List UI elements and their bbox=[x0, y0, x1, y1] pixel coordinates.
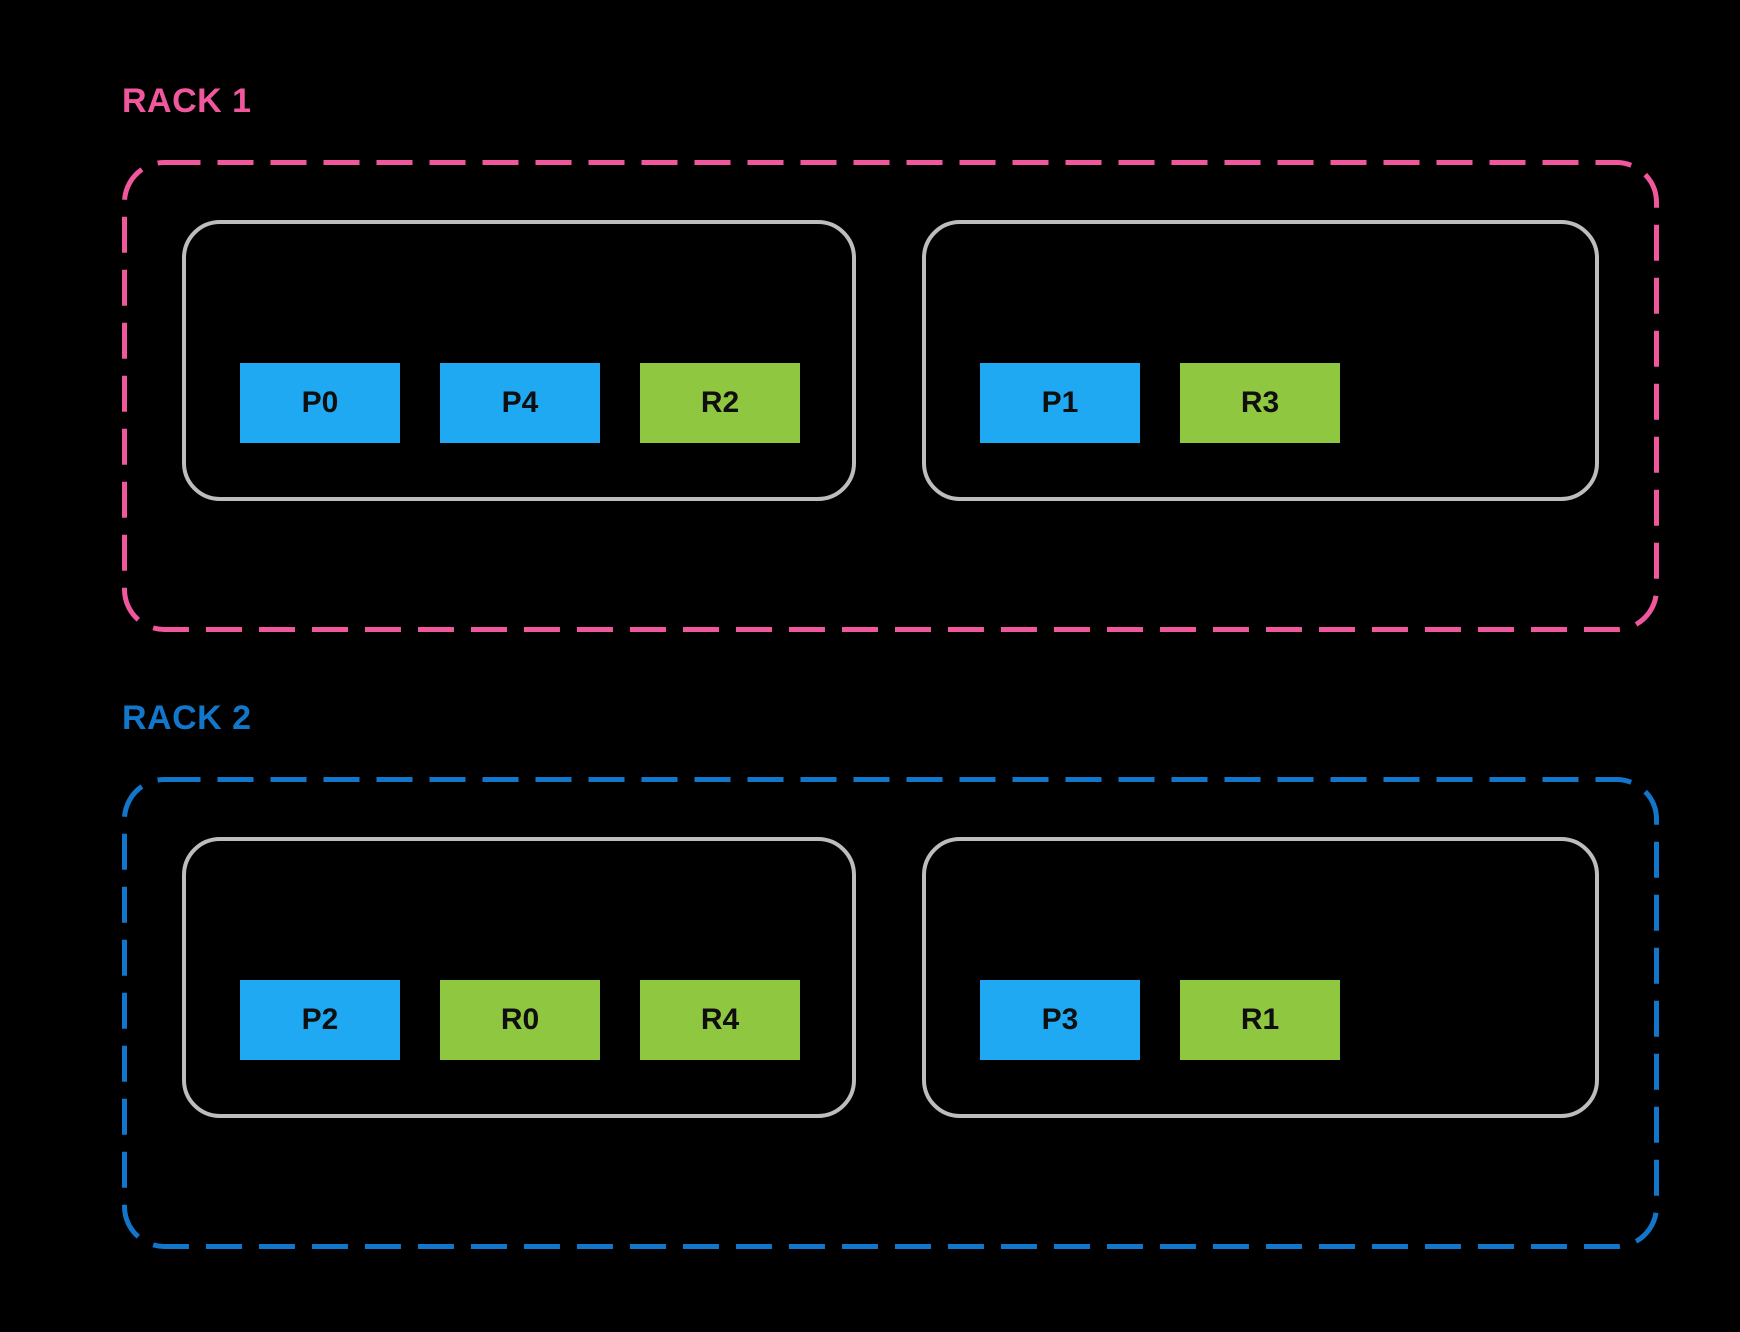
rack-2-dashed-border bbox=[122, 777, 1659, 1249]
rack-1-group: P0 P4 R2 P1 R3 bbox=[122, 160, 1659, 632]
box-p3: P3 bbox=[980, 980, 1140, 1060]
rack-1-node-1: P0 P4 R2 bbox=[182, 220, 856, 501]
box-p2: P2 bbox=[240, 980, 400, 1060]
box-r3: R3 bbox=[1180, 363, 1340, 443]
rack-1-label: RACK 1 bbox=[122, 82, 252, 120]
box-p4: P4 bbox=[440, 363, 600, 443]
rack-2-node-1: P2 R0 R4 bbox=[182, 837, 856, 1118]
box-r0: R0 bbox=[440, 980, 600, 1060]
rack-1-node-2: P1 R3 bbox=[922, 220, 1599, 501]
box-p1: P1 bbox=[980, 363, 1140, 443]
box-r2: R2 bbox=[640, 363, 800, 443]
box-r4: R4 bbox=[640, 980, 800, 1060]
box-r1: R1 bbox=[1180, 980, 1340, 1060]
box-p0: P0 bbox=[240, 363, 400, 443]
rack-1-dashed-border bbox=[122, 160, 1659, 632]
rack-2-node-2: P3 R1 bbox=[922, 837, 1599, 1118]
rack-2-label: RACK 2 bbox=[122, 699, 252, 737]
rack-2-group: P2 R0 R4 P3 R1 bbox=[122, 777, 1659, 1249]
